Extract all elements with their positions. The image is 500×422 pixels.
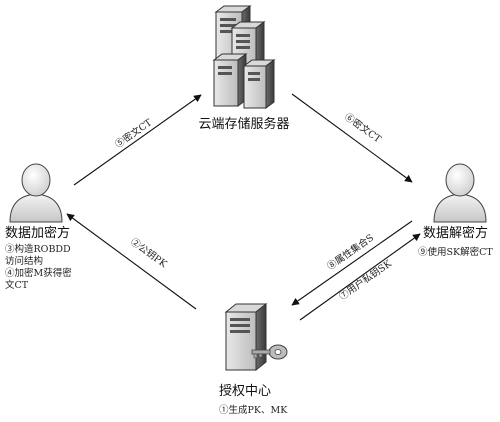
edge-label-authority-to-owner: ②公钥PK: [128, 236, 170, 271]
edge-label-cloud-to-user: ⑥密文CT: [342, 111, 384, 146]
data-user-note-1: ⑨使用SK解密CT: [418, 246, 493, 258]
data-owner-person-icon: [9, 163, 63, 223]
data-owner-note-4: 文CT: [5, 279, 29, 291]
data-owner-label: 数据加密方: [5, 225, 70, 241]
edge-authority-to-user: [299, 233, 421, 321]
data-owner-note-1: ③构造ROBDD: [5, 243, 71, 255]
edge-authority-to-owner: [66, 213, 197, 310]
edge-cloud-to-user: [291, 93, 413, 183]
edge-user-to-authority: [291, 220, 413, 306]
authority-server-icon: [224, 302, 268, 372]
cloud-server-label: 云端存储服务器: [198, 116, 289, 132]
data-owner-note-2: 访问结构: [5, 255, 43, 267]
edge-label-owner-to-cloud: ⑤密文CT: [113, 116, 155, 150]
data-user-person-icon: [433, 163, 487, 223]
cloud-server-icon: [212, 5, 276, 109]
data-user-label: 数据解密方: [423, 225, 488, 241]
key-icon: [251, 344, 288, 360]
authority-note-1: ①生成PK、MK: [219, 404, 288, 416]
authority-label: 授权中心: [219, 383, 271, 399]
edge-label-authority-to-user: ⑦用户私钥SK: [337, 257, 395, 302]
data-owner-note-3: ④加密M获得密: [5, 267, 72, 279]
edge-owner-to-cloud: [73, 94, 202, 186]
